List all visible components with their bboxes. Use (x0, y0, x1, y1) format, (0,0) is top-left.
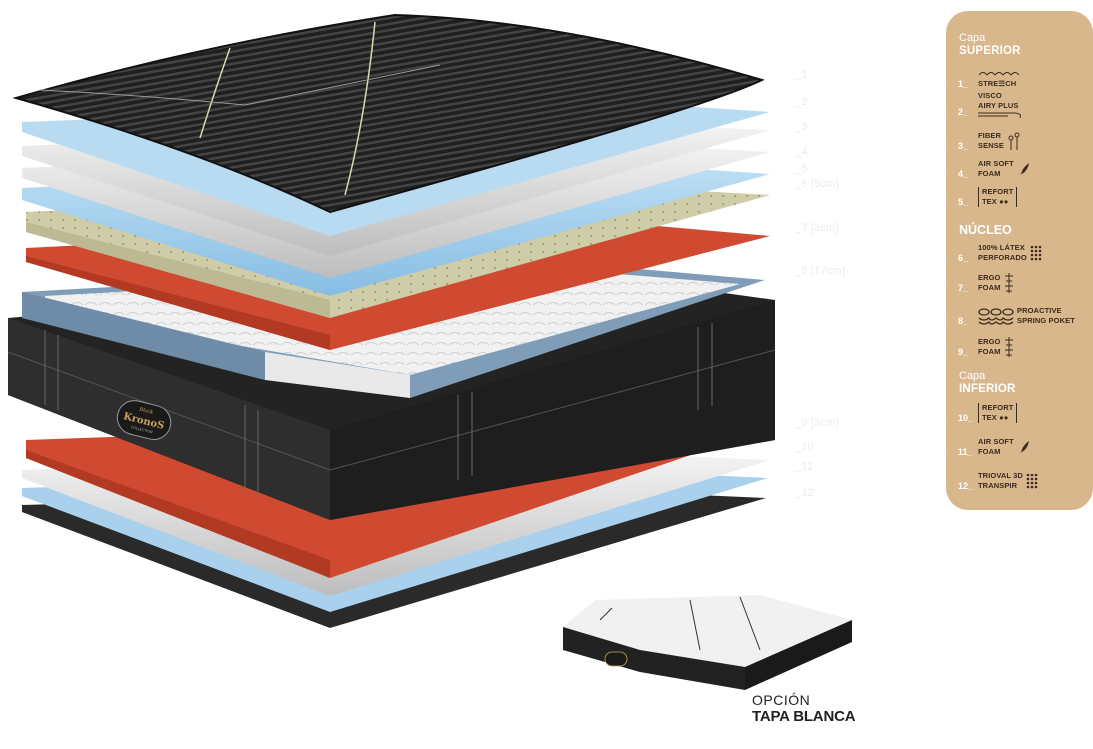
layer-label-6: _6 [5cm] (795, 178, 839, 190)
ergo-icon (1004, 273, 1013, 293)
feather-icon (1018, 441, 1029, 453)
item-number: 1_ (958, 79, 969, 89)
legend-item-7: 7_ ERGO FOAM (958, 273, 1014, 293)
legend-item-10: 10_ REFORT TEX ●● (958, 403, 1018, 423)
legend-item-5: 5_ REFORT TEX ●● (958, 187, 1018, 207)
layer-label-9: _9 [3cm] (795, 417, 839, 429)
item-label: REFORT (982, 403, 1014, 412)
legend-item-6: 6_ 100% LÁTEX PERFORADO (958, 243, 1044, 263)
item-number: 9_ (958, 347, 969, 357)
fiber-icon (1008, 132, 1020, 150)
legend-item-11: 11_ AIR SOFT FOAM (958, 437, 1031, 457)
layer-1-stretch-cover (12, 13, 765, 214)
mattress-exploded-view: Black KronoS COLLECTION (7, 13, 852, 690)
layer-label-10: _10 (795, 441, 814, 453)
layer-label-11: _11 (795, 461, 814, 473)
item-label: VISCO (978, 91, 1002, 100)
spring-icon (978, 308, 1014, 325)
item-number: 5_ (958, 197, 969, 207)
item-number: 7_ (958, 283, 969, 293)
item-label: 100% LÁTEX (978, 243, 1025, 252)
item-number: 11_ (958, 447, 973, 457)
legend-item-8: 8_ PROACTIVE SPRING POKET (958, 306, 1075, 326)
item-number: 12_ (958, 481, 974, 491)
legend-item-1: 1_ STRE☰CH (958, 69, 1022, 89)
dot-grid-icon (1030, 245, 1042, 261)
item-label: STRE☰CH (978, 79, 1017, 88)
option-label: OPCIÓN (752, 692, 811, 708)
legend-item-2: 2_ VISCO AIRY PLUS (958, 91, 1024, 122)
legend-item-3: 3_ FIBER SENSE (958, 131, 1021, 151)
section-capa-inferior: Capa INFERIOR (959, 370, 1016, 396)
layer-label-7: _7 [3cm] (795, 222, 839, 234)
item-label: SENSE (978, 141, 1004, 150)
section-prefix: Capa (959, 32, 986, 44)
mattress-layers-illustration: Black KronoS COLLECTION (7, 13, 852, 690)
option-tapa-blanca-caption: OPCIÓN TAPA BLANCA (752, 692, 856, 726)
item-label: FOAM (978, 169, 1001, 178)
item-label: FIBER (978, 131, 1001, 140)
section-title: SUPERIOR (959, 45, 1021, 57)
item-number: 2_ (958, 106, 969, 117)
item-label: FOAM (978, 447, 1001, 456)
layer-label-12: _12 (795, 487, 814, 499)
item-label: AIR SOFT (978, 437, 1014, 446)
item-label: AIR SOFT (978, 159, 1014, 168)
layer-label-8: _8 [17cm] (795, 265, 846, 277)
layer-label-5: _5 (795, 163, 808, 175)
item-label: AIRY PLUS (978, 101, 1019, 110)
section-title: INFERIOR (959, 383, 1016, 395)
kronos-logo-badge: Black KronoS COLLECTION (116, 400, 172, 440)
layer-label-3: _3 (795, 121, 808, 133)
item-number: 10_ (958, 413, 974, 423)
legend-item-12: 12_ TRIOVAL 3D TRANSPIR (958, 471, 1040, 491)
item-label: TRIOVAL 3D (978, 471, 1023, 480)
item-number: 8_ (958, 316, 969, 326)
item-label: PERFORADO (978, 253, 1027, 262)
air-flow-icon (978, 112, 1021, 119)
item-label: REFORT (982, 187, 1014, 196)
layer-label-4: _4 (795, 146, 808, 158)
item-label: FOAM (978, 347, 1001, 356)
feather-icon (1018, 163, 1029, 175)
dot-grid-icon (1026, 473, 1038, 489)
item-number: 6_ (958, 253, 969, 263)
legend-item-9: 9_ ERGO FOAM (958, 337, 1014, 357)
section-capa-superior: Capa SUPERIOR (959, 32, 1021, 58)
item-label: SPRING POKET (1017, 316, 1075, 325)
stretch-waves-icon (978, 72, 1020, 76)
item-number: 4_ (958, 169, 969, 179)
item-number: 3_ (958, 141, 969, 151)
item-label: ERGO (978, 337, 1001, 346)
bracket-icon: REFORT TEX ●● (978, 187, 1018, 207)
item-label: TEX ●● (982, 413, 1009, 422)
item-label: FOAM (978, 283, 1001, 292)
bracket-icon: REFORT TEX ●● (978, 403, 1018, 423)
item-label: PROACTIVE (1017, 306, 1062, 315)
item-label: TEX ●● (982, 197, 1009, 206)
layer-label-1: _1 (795, 69, 808, 81)
section-prefix: Capa (959, 370, 986, 382)
item-label: ERGO (978, 273, 1001, 282)
svg-text:Black: Black (138, 406, 154, 415)
section-nucleo: NÚCLEO (959, 224, 1012, 237)
option-title: TAPA BLANCA (752, 708, 856, 725)
ergo-icon (1004, 337, 1013, 357)
layers-legend-panel: Capa SUPERIOR 1_ STRE☰CH 2_ VISCO AIRY P… (946, 11, 1093, 510)
layer-label-2: _2 (795, 96, 808, 108)
section-title: NÚCLEO (959, 223, 1012, 237)
tapa-blanca-mattress-thumbnail (563, 595, 852, 690)
svg-text:COLLECTION: COLLECTION (130, 425, 153, 434)
item-label: TRANSPIR (978, 481, 1018, 490)
legend-item-4: 4_ AIR SOFT FOAM (958, 159, 1031, 179)
